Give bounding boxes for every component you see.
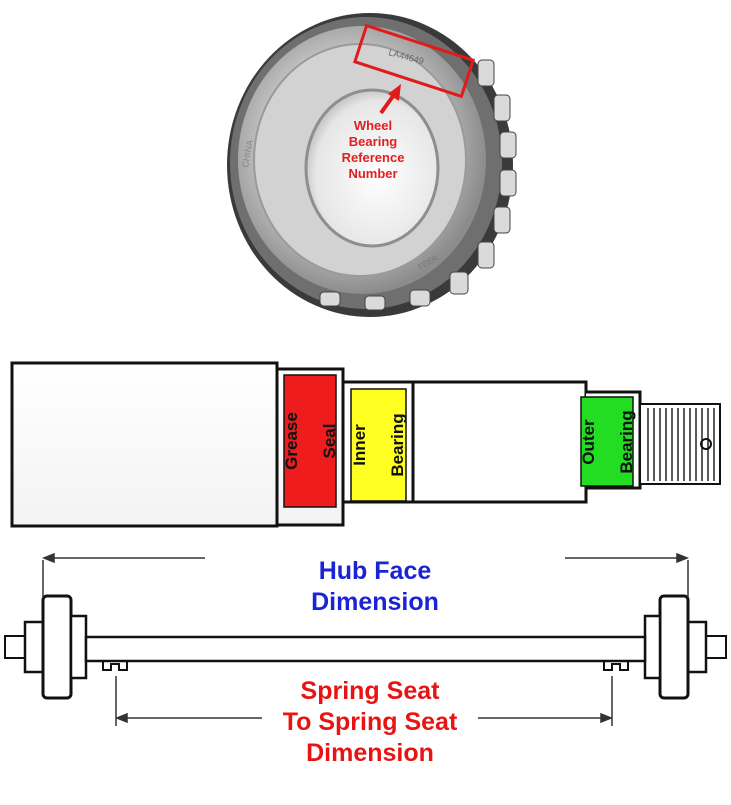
hub-face-dimension-line <box>41 552 690 598</box>
wheel-bearing-reference-label: Wheel Bearing Reference Number <box>318 118 428 182</box>
inner-bearing-label: Inner Bearing <box>350 385 407 505</box>
inner-bearing-label-line-1: Inner <box>349 424 369 466</box>
outer-bearing-label-line-1: Outer <box>578 419 598 465</box>
svg-text:CHINA: CHINA <box>240 139 255 168</box>
outer-bearing-label: Outer Bearing <box>579 382 636 502</box>
spindle-threads <box>647 408 715 481</box>
axle-drawing <box>4 594 727 700</box>
reference-arrow <box>379 84 401 115</box>
hub-face-dimension-label: Hub Face Dimension <box>255 556 495 618</box>
outer-bearing-box <box>580 396 634 487</box>
spring-seat-line-2: To Spring Seat <box>282 708 458 736</box>
callout-line-3: Reference <box>341 150 405 165</box>
spring-seat-dimension-line <box>114 676 614 726</box>
grease-seal-label-line-1: Grease <box>281 412 301 470</box>
reference-number-highlight <box>352 23 476 99</box>
spring-seat-line-1: Spring Seat <box>300 677 440 705</box>
cotter-pin-hole <box>700 438 712 450</box>
grease-seal-label: Grease Seal <box>282 381 339 501</box>
spring-seat-line-3: Dimension <box>306 739 434 767</box>
outer-bearing-label-line-2: Bearing <box>616 410 636 474</box>
hub-face-line-1: Hub Face <box>318 557 432 585</box>
callout-line-1: Wheel <box>353 118 393 133</box>
roller-cage <box>319 59 517 311</box>
inner-bearing-label-line-2: Bearing <box>387 413 407 477</box>
inner-bearing-box <box>350 388 407 502</box>
callout-line-2: Bearing <box>348 134 398 149</box>
callout-line-4: Number <box>348 166 398 181</box>
wheel-bearing-image: CHINA LA44649 FEER <box>227 13 517 317</box>
grease-seal-box <box>283 374 337 508</box>
spring-seat-dimension-label: Spring Seat To Spring Seat Dimension <box>235 676 505 769</box>
hub-face-line-2: Dimension <box>311 588 439 616</box>
